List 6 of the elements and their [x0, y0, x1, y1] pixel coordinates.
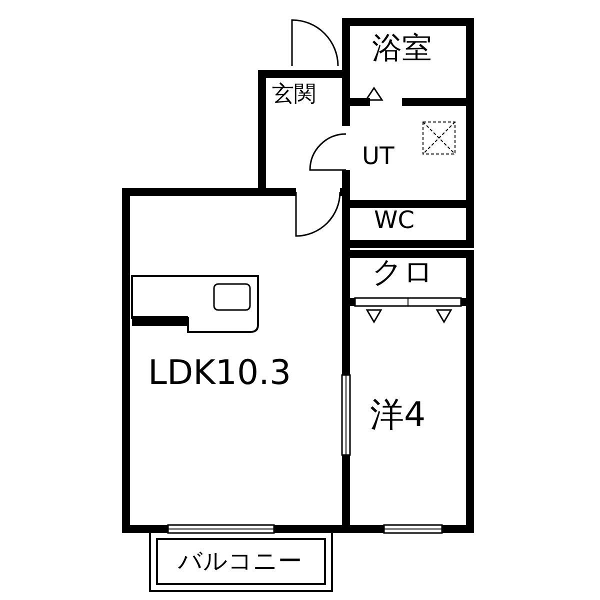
room-label: UT: [362, 144, 394, 168]
room-label: LDK10.3: [148, 356, 292, 390]
room-label: 浴室: [372, 34, 432, 64]
room-label: 洋4: [370, 398, 426, 432]
room-label: WC: [374, 208, 414, 232]
room-label: 玄関: [272, 84, 316, 106]
